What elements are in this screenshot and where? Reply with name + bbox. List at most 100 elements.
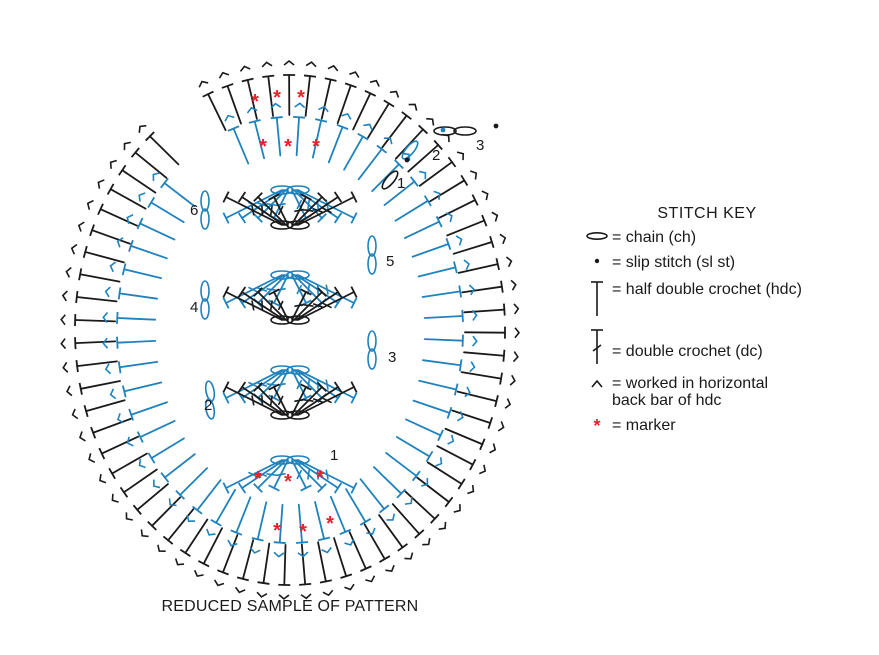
- slip-stitch-icon: [594, 258, 600, 264]
- hdc-icon: [591, 281, 603, 316]
- chain: [200, 298, 210, 320]
- dc-stitch: [297, 369, 358, 404]
- round-label: 2: [432, 147, 440, 164]
- hdcb-stitch: [336, 71, 360, 125]
- hdcb-stitch: [394, 117, 435, 160]
- stitch-key-title: STITCH KEY: [657, 205, 757, 222]
- hdcb-stitch: [270, 102, 283, 157]
- hdcb-stitch: [423, 334, 478, 347]
- hdcb-stitch: [407, 133, 450, 173]
- hdcb-stitch: [378, 514, 414, 560]
- key-label-slip-stitch: = slip stitch (sl st): [612, 254, 736, 271]
- dc-stitch: [295, 286, 343, 321]
- hdcb-stitch: [152, 172, 196, 208]
- dc-stitch: [291, 193, 312, 226]
- hdcb-stitch: [126, 420, 176, 447]
- stitch-key: STITCH KEY = chain (ch) = slip stitch (s…: [582, 205, 872, 442]
- hdcb-stitch: [345, 488, 376, 535]
- dc-stitch: [295, 369, 343, 404]
- key-label-dc: = double crochet (dc): [612, 343, 763, 360]
- hdcb-stitch: [157, 508, 195, 552]
- chain: [200, 208, 210, 230]
- marker-icon: *: [259, 136, 267, 158]
- hdcb-stitch: [444, 427, 497, 454]
- marker-icon: *: [326, 513, 334, 535]
- hdcb-stitch: [256, 542, 271, 598]
- chain: [200, 280, 210, 302]
- dc-stitch: [222, 369, 283, 404]
- chain: [367, 253, 377, 275]
- marker-icon: *: [299, 521, 307, 543]
- hdcb-stitch: [460, 371, 516, 386]
- hdcb-stitch: [249, 501, 268, 554]
- hdcb-stitch: [426, 461, 475, 495]
- dc-stitch: [297, 274, 358, 309]
- key-label-chain: = chain (ch): [612, 229, 697, 246]
- hdcb-stitch: [60, 337, 117, 350]
- dc-stitch: [268, 459, 289, 492]
- chain: [381, 170, 399, 190]
- hdcb-stitch: [116, 237, 168, 260]
- hdcb-stitch: [152, 453, 196, 489]
- chain: [367, 348, 377, 370]
- key-row-hdc: = half double crochet (hdc): [582, 279, 872, 319]
- dc-stitch: [291, 383, 312, 416]
- hdcb-stitch: [206, 488, 236, 536]
- dc-stitch: [297, 191, 358, 226]
- dc-stitch: [253, 192, 287, 226]
- hdcb-stitch: [463, 303, 520, 316]
- dc-stitch: [293, 192, 327, 226]
- marker-icon: *: [284, 471, 292, 493]
- hdcb-stitch: [60, 314, 117, 327]
- slip-stitch: [493, 123, 499, 129]
- dc-stitch: [293, 459, 327, 493]
- hdcb-stitch: [99, 452, 148, 484]
- hdcb-stitch: [97, 179, 147, 210]
- hdcb-stitch: [102, 336, 157, 349]
- hdcb-stitch: [314, 501, 332, 554]
- hdcb-stitch: [292, 102, 306, 157]
- hdcb-stitch: [138, 124, 180, 166]
- hdcb-stitch: [104, 286, 159, 300]
- dc-stitch: [253, 382, 287, 416]
- dc-stitch: [237, 459, 285, 494]
- hdcb-stitch: [109, 159, 157, 194]
- hdcb-stitch: [416, 476, 461, 513]
- marker-icon: *: [273, 520, 281, 542]
- dc-stitch: [295, 459, 343, 494]
- dc-stitch: [237, 381, 285, 416]
- back-bar-icon: [591, 379, 603, 388]
- key-row-chain: = chain (ch): [582, 229, 872, 246]
- dc-stitch: [237, 286, 285, 321]
- hdcb-stitch: [405, 418, 455, 445]
- marker-icon: *: [297, 87, 305, 109]
- hdcb-stitch: [456, 390, 512, 409]
- chain: [200, 190, 210, 212]
- chain: [433, 126, 457, 136]
- dc-stitch: [295, 274, 343, 309]
- svg-text:*: *: [593, 417, 600, 433]
- slip-stitch: [404, 157, 410, 163]
- round-label: 5: [386, 253, 394, 270]
- hdcb-stitch: [457, 256, 513, 274]
- marker-icon: *: [316, 467, 324, 489]
- dc-stitch: [295, 381, 343, 416]
- round-label: 3: [388, 349, 396, 366]
- hdcb-stitch: [66, 380, 121, 397]
- key-row-back-bar: = worked in horizontal back bar of hdc: [582, 375, 872, 409]
- chain: [367, 330, 377, 352]
- marker-icon: *: [254, 468, 262, 490]
- dc-stitch: [268, 288, 289, 321]
- hdcb-stitch: [88, 435, 139, 464]
- key-row-marker: * = marker: [582, 417, 872, 434]
- dc-stitch: [291, 459, 312, 492]
- hdcb-stitch: [239, 65, 258, 120]
- hdcb-stitch: [227, 496, 252, 547]
- hdcb-stitch: [283, 59, 296, 116]
- key-row-slip-stitch: = slip stitch (sl st): [582, 254, 872, 271]
- hdcb-stitch: [71, 399, 126, 420]
- hdcb-stitch: [273, 503, 286, 558]
- hdcb-stitch: [61, 290, 118, 304]
- chain: [204, 398, 216, 420]
- round-label: 1: [330, 447, 338, 464]
